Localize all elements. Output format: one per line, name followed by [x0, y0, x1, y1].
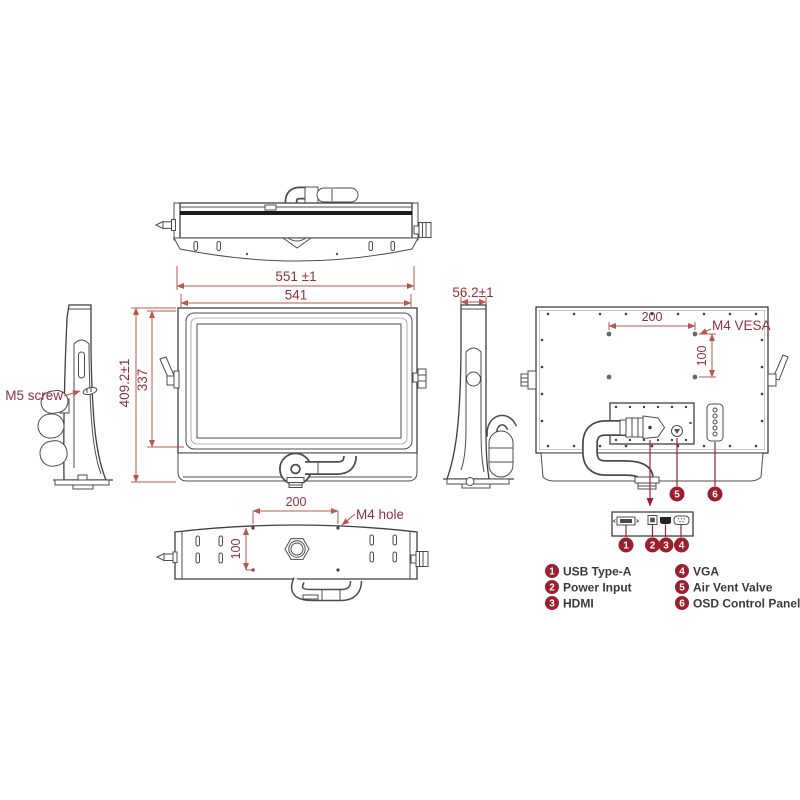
vesa-holes — [606, 331, 698, 380]
front-bezel — [185, 312, 413, 450]
top-left-screw — [154, 219, 176, 231]
m4-vesa-leader — [699, 328, 712, 335]
stand-right-view: 56.2±1 — [443, 285, 518, 489]
m4-hole-leader — [341, 513, 356, 526]
osd-control-panel — [706, 403, 724, 442]
dim-vesa-horizontal: 200 — [642, 310, 663, 324]
legend-badge-3 — [545, 596, 559, 610]
bottom-hex-nut — [284, 538, 310, 560]
dim-front-height: 409.2±1 337 — [117, 307, 184, 483]
legend-item-2: 2 Power Input — [545, 580, 632, 595]
legend-item-3: 3 HDMI — [545, 596, 594, 611]
dim-top-width-inner: 541 — [285, 288, 308, 303]
m4-hole-label: M4 hole — [356, 507, 404, 522]
stand-left-view: M5 screw — [5, 304, 113, 490]
legend-item-5: 5 Air Vent Valve — [675, 580, 773, 595]
legend-num-1: 1 — [549, 567, 555, 578]
bottom-left-screw — [155, 551, 178, 563]
rear-view: 200 100 M4 VESA — [520, 306, 789, 507]
dim-top-width-outer: 551 ±1 — [275, 269, 316, 284]
top-handle-grip — [316, 187, 359, 203]
power-port — [647, 515, 658, 525]
bottom-right-knob — [410, 551, 429, 567]
callout-1: 1 — [618, 537, 634, 553]
callout-2: 2 — [645, 537, 660, 553]
vga-port — [673, 515, 690, 525]
stand-left-cable-coil — [37, 389, 70, 467]
callout-3-number: 3 — [663, 541, 669, 552]
usb-port — [612, 516, 640, 526]
callout-1-number: 1 — [623, 541, 629, 552]
m4-vesa-label: M4 VESA — [712, 318, 771, 333]
legend-badge-6 — [675, 596, 689, 610]
rear-right-lever — [767, 354, 789, 387]
callout-5-number: 5 — [674, 490, 680, 501]
dim-top-width: 551 ±1 541 — [176, 266, 415, 307]
top-dark-strip — [180, 211, 412, 215]
legend-badge-5 — [675, 580, 689, 594]
dim-front-height-inner: 337 — [135, 369, 150, 392]
legend: 1 USB Type-A 2 Power Input 3 HDMI 4 VGA … — [545, 564, 800, 611]
dim-bottom-horizontal: 200 — [286, 495, 307, 509]
top-flange — [173, 237, 419, 262]
legend-num-6: 6 — [679, 599, 685, 610]
callout-4: 4 — [674, 537, 689, 553]
top-view — [154, 186, 432, 262]
callout-4-number: 4 — [679, 541, 685, 552]
front-right-knob — [412, 368, 427, 389]
legend-item-6: 6 OSD Control Panel — [675, 596, 800, 611]
legend-num-2: 2 — [549, 583, 555, 594]
dim-vesa: 200 100 M4 VESA — [608, 310, 771, 378]
legend-item-4: 4 VGA — [675, 564, 719, 579]
legend-label-4: VGA — [693, 565, 719, 579]
callout-6-number: 6 — [712, 490, 718, 501]
bottom-slots — [195, 534, 397, 564]
legend-badge-2 — [545, 580, 559, 594]
hdmi-port — [660, 517, 671, 524]
front-housing — [177, 307, 418, 454]
m5-screw-label: M5 screw — [5, 388, 63, 403]
top-body — [179, 202, 413, 239]
front-view — [159, 307, 427, 488]
callout-6: 6 — [707, 486, 723, 502]
callout-3: 3 — [658, 537, 674, 553]
dim-front-height-outer: 409.2±1 — [117, 359, 132, 408]
legend-label-2: Power Input — [563, 581, 632, 595]
callout-5: 5 — [669, 486, 685, 502]
stand-right-cable-loop — [486, 414, 518, 478]
legend-label-5: Air Vent Valve — [693, 581, 773, 595]
front-screen — [196, 323, 402, 439]
legend-num-3: 3 — [549, 599, 555, 610]
legend-label-6: OSD Control Panel — [693, 597, 800, 611]
rear-cable-gland — [625, 417, 645, 438]
top-right-knob — [413, 222, 432, 238]
legend-num-5: 5 — [679, 583, 685, 594]
stand-right-post — [446, 304, 490, 480]
legend-item-1: 1 USB Type-A — [545, 564, 632, 579]
dim-stand-depth: 56.2±1 — [452, 285, 493, 300]
front-base — [177, 452, 418, 482]
rear-left-knob — [520, 370, 537, 390]
legend-badge-4 — [675, 564, 689, 578]
dim-vesa-vertical: 100 — [695, 346, 709, 367]
dim-bottom-holes: 200 100 M4 hole — [229, 495, 404, 571]
legend-label-1: USB Type-A — [563, 565, 632, 579]
bottom-view — [155, 524, 429, 602]
legend-badge-1 — [545, 564, 559, 578]
stand-pivot — [466, 371, 481, 387]
rear-screws — [540, 312, 764, 448]
dim-bottom-vertical: 100 — [229, 539, 243, 560]
front-left-lever — [159, 356, 180, 389]
callout-2-number: 2 — [650, 541, 656, 552]
io-panel-detail: 1 2 3 4 — [611, 511, 694, 553]
legend-label-3: HDMI — [563, 597, 594, 611]
legend-num-4: 4 — [679, 567, 685, 578]
m5-screw-leader — [63, 390, 81, 397]
